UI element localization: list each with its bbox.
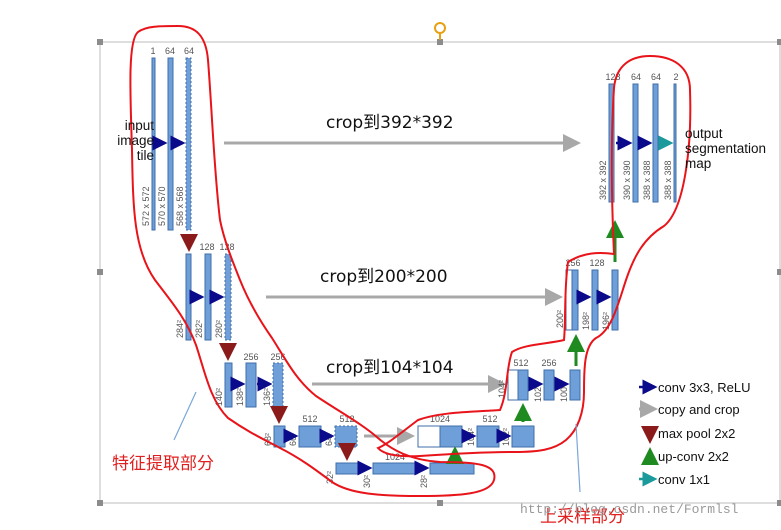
dim-label-dec1-c: 388 x 388 xyxy=(642,160,652,200)
channel-label-enc4-a: 512 xyxy=(302,414,317,424)
feature-map-dec4-b xyxy=(476,425,500,448)
dim-label-enc3-a: 140² xyxy=(214,388,224,406)
channel-label-dec1-a: 128 xyxy=(605,72,620,82)
channel-label-dec3-b: 256 xyxy=(541,358,556,368)
legend-up-conv: up-conv 2x2 xyxy=(658,449,729,464)
resize-handle xyxy=(437,39,443,45)
dim-label-dec3-a: 104² xyxy=(497,380,507,398)
resize-handle xyxy=(97,269,103,275)
channel-label-enc3-b: 256 xyxy=(270,352,285,362)
legend-max-pool: max pool 2x2 xyxy=(658,426,736,441)
decoder-outline xyxy=(376,54,692,458)
dim-label-bottom-b: 30² xyxy=(362,475,372,488)
dim-label-enc2-a: 284² xyxy=(175,320,185,338)
feature-map-enc1-b xyxy=(167,57,174,231)
channel-label-bottom: 1024 xyxy=(385,452,405,462)
resize-handle xyxy=(97,39,103,45)
channel-label-enc3-a: 256 xyxy=(243,352,258,362)
channel-label-dec4-a: 1024 xyxy=(430,414,450,424)
dim-label-dec1-a: 392 x 392 xyxy=(598,160,608,200)
feature-map-enc3-b xyxy=(245,362,257,408)
dim-label-enc2-b: 282² xyxy=(194,320,204,338)
feature-map-bottom-b xyxy=(372,462,418,475)
feature-map-enc3-a xyxy=(224,362,233,408)
resize-handle xyxy=(437,500,443,506)
feature-map-dec1-c xyxy=(652,83,659,203)
rotate-handle-icon xyxy=(434,22,446,34)
feature-map-dec1-out xyxy=(673,83,677,203)
channel-label-dec1-b: 64 xyxy=(631,72,641,82)
crop-label-104: crop到104*104 xyxy=(326,358,454,378)
channel-label-dec3-a: 512 xyxy=(513,358,528,368)
resize-handle xyxy=(97,500,103,506)
dim-label-enc1-a: 572 x 572 xyxy=(141,186,151,226)
feature-map-dec2-c xyxy=(611,269,619,331)
feature-map-bottom-c xyxy=(429,462,475,475)
dim-label-dec2-b: 198² xyxy=(581,312,591,330)
feature-map-enc4-b xyxy=(298,425,322,448)
channel-label-dec1-c: 64 xyxy=(651,72,661,82)
channel-label-dec2-a: 256 xyxy=(565,258,580,268)
feature-map-enc1-c xyxy=(185,57,192,231)
feature-map-enc2-b xyxy=(204,253,212,341)
dim-label-enc2-c: 280² xyxy=(214,320,224,338)
encoder-outline xyxy=(129,24,496,498)
legend-conv3x3: conv 3x3, ReLU xyxy=(658,380,751,395)
dim-label-dec2-a: 200² xyxy=(555,310,565,328)
watermark: http://blog.csdn.net/Formlsl xyxy=(520,502,739,517)
dim-label-enc3-b: 138² xyxy=(235,388,245,406)
feature-map-dec3-b xyxy=(543,369,555,401)
encoder-pointer-line xyxy=(173,391,197,441)
resize-handle xyxy=(777,39,781,45)
feature-map-dec2-b xyxy=(591,269,599,331)
feature-map-dec3-up xyxy=(517,369,529,401)
dim-label-enc4-a: 68² xyxy=(263,433,273,446)
feature-map-dec2-up xyxy=(571,269,579,331)
feature-map-enc3-c xyxy=(272,362,284,408)
dim-label-enc1-b: 570 x 570 xyxy=(157,186,167,226)
channel-label-dec2-b: 128 xyxy=(589,258,604,268)
feature-map-bottom-a xyxy=(335,462,359,475)
resize-handle xyxy=(777,269,781,275)
decoder-pointer-line xyxy=(575,423,581,493)
resize-handle xyxy=(777,500,781,506)
feature-map-dec1-b xyxy=(632,83,639,203)
dim-label-bottom-a: 32² xyxy=(325,471,335,484)
feature-map-enc4-c xyxy=(334,425,358,448)
channel-label-dec4-b: 512 xyxy=(482,414,497,424)
decoder-annotation: 上采样部分 xyxy=(540,507,625,527)
channel-label-enc1-b: 64 xyxy=(165,46,175,56)
feature-map-enc4-a xyxy=(273,425,286,448)
crop-label-392: crop到392*392 xyxy=(326,113,454,133)
channel-label-dec1-d: 2 xyxy=(673,72,678,82)
dim-label-dec1-d: 388 x 388 xyxy=(663,160,673,200)
channel-label-enc1-a: 1 xyxy=(150,46,155,56)
legend-conv1x1: conv 1x1 xyxy=(658,472,711,487)
dim-label-dec3-b: 102² xyxy=(533,384,543,402)
dim-label-dec2-c: 196² xyxy=(601,312,611,330)
crop-label-200: crop到200*200 xyxy=(320,267,448,287)
dim-label-dec3-c: 100² xyxy=(559,384,569,402)
feature-map-dec4-copy xyxy=(417,425,441,448)
dim-label-enc3-c: 136² xyxy=(262,388,272,406)
channel-label-enc1-c: 64 xyxy=(184,46,194,56)
legend-copy-crop: copy and crop xyxy=(658,402,740,417)
feature-map-dec3-c xyxy=(569,369,581,401)
feature-map-enc2-c xyxy=(224,253,232,341)
feature-map-dec4-c xyxy=(511,425,535,448)
channel-label-enc4-b: 512 xyxy=(339,414,354,424)
channel-label-enc2-a: 128 xyxy=(199,242,214,252)
dim-label-bottom-c: 28² xyxy=(419,475,429,488)
feature-map-dec4-up xyxy=(439,425,463,448)
encoder-annotation: 特征提取部分 xyxy=(112,454,214,474)
dim-label-dec1-b: 390 x 390 xyxy=(622,160,632,200)
feature-map-dec3-copy xyxy=(507,369,519,401)
dim-label-enc1-c: 568 x 568 xyxy=(175,186,185,226)
